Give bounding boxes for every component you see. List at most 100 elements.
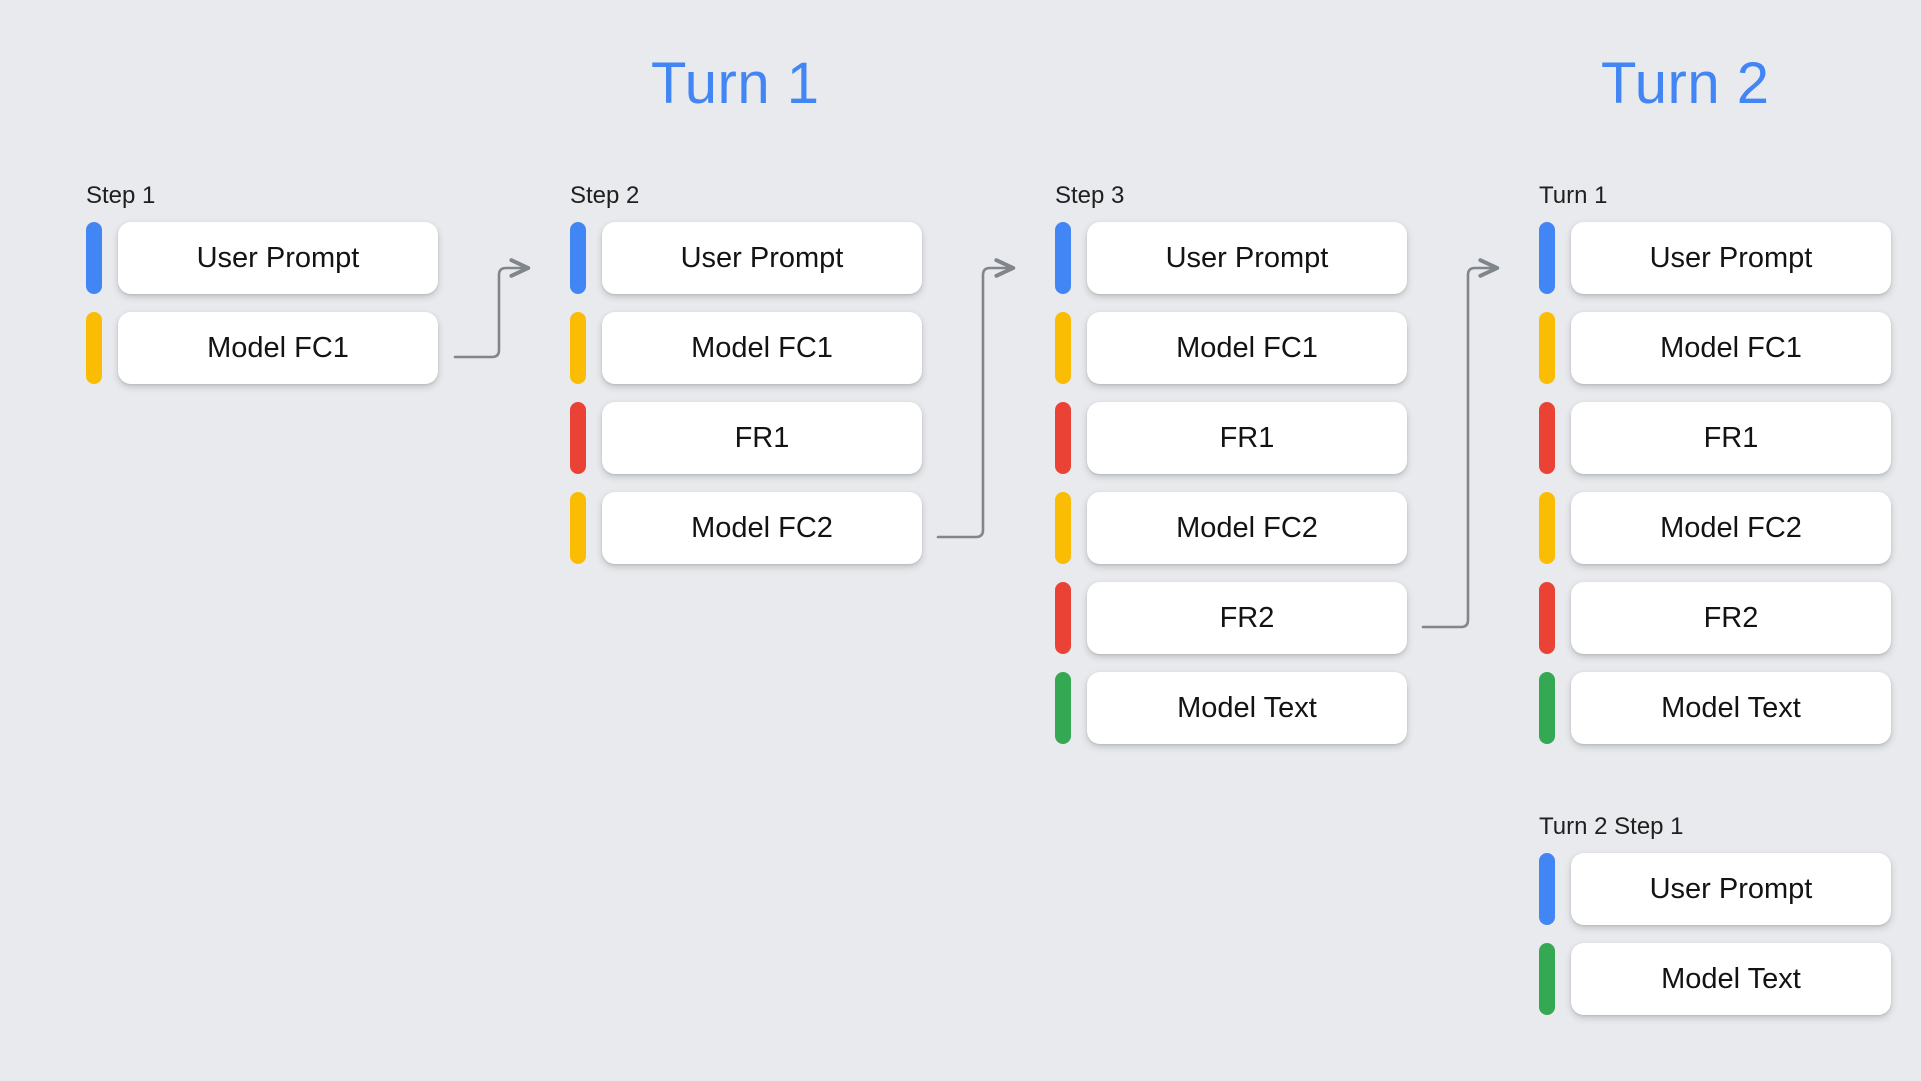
role-color-bar-green-icon <box>1539 943 1555 1015</box>
message-card[interactable]: Model Text <box>1571 672 1891 744</box>
message-card-label: User Prompt <box>1649 241 1813 274</box>
role-color-bar-yellow-icon <box>1539 492 1555 564</box>
message-card-label: Model Text <box>1661 691 1801 724</box>
row-model-fc1[interactable]: Model FC1 <box>1539 312 1891 384</box>
message-card[interactable]: FR1 <box>1571 402 1891 474</box>
row-model-fc1[interactable]: Model FC1 <box>1055 312 1407 384</box>
message-card-label: Model Text <box>1661 962 1801 995</box>
role-color-bar-blue-icon <box>1539 853 1555 925</box>
message-card-label: User Prompt <box>1165 241 1329 274</box>
row-model-fc1[interactable]: Model FC1 <box>86 312 438 384</box>
message-card-label: User Prompt <box>196 241 360 274</box>
role-color-bar-blue-icon <box>570 222 586 294</box>
row-model-fc2[interactable]: Model FC2 <box>1055 492 1407 564</box>
message-card[interactable]: Model Text <box>1087 672 1407 744</box>
column-label-step-1: Step 1 <box>86 182 156 209</box>
role-color-bar-yellow-icon <box>570 492 586 564</box>
role-color-bar-yellow-icon <box>86 312 102 384</box>
role-color-bar-yellow-icon <box>1539 312 1555 384</box>
message-card[interactable]: User Prompt <box>1571 853 1891 925</box>
message-card-label: Model FC1 <box>207 331 349 364</box>
message-card-label: Model Text <box>1177 691 1317 724</box>
message-card[interactable]: FR2 <box>1571 582 1891 654</box>
message-card[interactable]: User Prompt <box>1571 222 1891 294</box>
row-model-text[interactable]: Model Text <box>1539 943 1891 1015</box>
message-card-label: User Prompt <box>1649 872 1813 905</box>
row-user-prompt[interactable]: User Prompt <box>1539 853 1891 925</box>
column-label-turn-1: Turn 1 <box>1539 182 1608 209</box>
message-card[interactable]: FR2 <box>1087 582 1407 654</box>
role-color-bar-red-icon <box>1055 582 1071 654</box>
role-color-bar-blue-icon <box>86 222 102 294</box>
row-list-turn-1-summary: User Prompt Model FC1 FR1 Model FC2 <box>1539 222 1891 744</box>
column-label-turn-2-step-1: Turn 2 Step 1 <box>1539 813 1684 840</box>
message-card[interactable]: Model FC1 <box>1087 312 1407 384</box>
row-user-prompt[interactable]: User Prompt <box>1055 222 1407 294</box>
row-list-step-2: User Prompt Model FC1 FR1 Model FC2 <box>570 222 922 564</box>
role-color-bar-red-icon <box>1055 402 1071 474</box>
role-color-bar-yellow-icon <box>1055 492 1071 564</box>
row-list-step-1: User Prompt Model FC1 <box>86 222 438 384</box>
row-model-text[interactable]: Model Text <box>1539 672 1891 744</box>
column-turn-2-step-1: Turn 2 Step 1 User Prompt Model Text <box>1539 815 1891 1015</box>
message-card-label: Model FC2 <box>1176 511 1318 544</box>
message-card-label: Model FC2 <box>1660 511 1802 544</box>
row-fr1[interactable]: FR1 <box>1539 402 1891 474</box>
role-color-bar-yellow-icon <box>1055 312 1071 384</box>
column-turn-1-summary: Turn 1 User Prompt Model FC1 FR1 <box>1539 184 1891 744</box>
row-fr1[interactable]: FR1 <box>570 402 922 474</box>
message-card[interactable]: Model FC2 <box>1087 492 1407 564</box>
turn-2-heading: Turn 2 <box>1601 51 1770 116</box>
row-list-turn-2-step-1: User Prompt Model Text <box>1539 853 1891 1015</box>
message-card[interactable]: Model FC2 <box>602 492 922 564</box>
message-card[interactable]: Model Text <box>1571 943 1891 1015</box>
connector-step1-to-step2 <box>453 258 531 359</box>
message-card[interactable]: FR1 <box>602 402 922 474</box>
column-step-1: Step 1 User Prompt Model FC1 <box>86 184 438 384</box>
message-card[interactable]: Model FC1 <box>118 312 438 384</box>
row-fr1[interactable]: FR1 <box>1055 402 1407 474</box>
connector-step2-to-step3 <box>936 258 1016 539</box>
column-step-3: Step 3 User Prompt Model FC1 FR1 <box>1055 184 1407 744</box>
row-user-prompt[interactable]: User Prompt <box>1539 222 1891 294</box>
message-card-label: User Prompt <box>680 241 844 274</box>
row-fr2[interactable]: FR2 <box>1539 582 1891 654</box>
turn-1-heading: Turn 1 <box>651 51 820 116</box>
role-color-bar-yellow-icon <box>570 312 586 384</box>
message-card[interactable]: Model FC1 <box>602 312 922 384</box>
row-user-prompt[interactable]: User Prompt <box>570 222 922 294</box>
message-card[interactable]: User Prompt <box>1087 222 1407 294</box>
column-step-2: Step 2 User Prompt Model FC1 FR1 <box>570 184 922 564</box>
role-color-bar-green-icon <box>1539 672 1555 744</box>
message-card-label: FR1 <box>1219 421 1275 454</box>
role-color-bar-red-icon <box>1539 402 1555 474</box>
message-card-label: Model FC1 <box>691 331 833 364</box>
row-model-fc1[interactable]: Model FC1 <box>570 312 922 384</box>
message-card[interactable]: User Prompt <box>602 222 922 294</box>
column-label-step-2: Step 2 <box>570 182 640 209</box>
message-card[interactable]: User Prompt <box>118 222 438 294</box>
role-color-bar-red-icon <box>570 402 586 474</box>
message-card[interactable]: Model FC2 <box>1571 492 1891 564</box>
message-card-label: FR1 <box>1703 421 1759 454</box>
message-card-label: FR2 <box>1703 601 1759 634</box>
row-list-step-3: User Prompt Model FC1 FR1 Model FC2 <box>1055 222 1407 744</box>
role-color-bar-red-icon <box>1539 582 1555 654</box>
message-card-label: Model FC1 <box>1176 331 1318 364</box>
message-card-label: Model FC2 <box>691 511 833 544</box>
message-card[interactable]: FR1 <box>1087 402 1407 474</box>
message-card-label: Model FC1 <box>1660 331 1802 364</box>
connector-step3-to-turn1 <box>1421 258 1500 629</box>
message-card[interactable]: Model FC1 <box>1571 312 1891 384</box>
row-model-fc2[interactable]: Model FC2 <box>570 492 922 564</box>
row-model-fc2[interactable]: Model FC2 <box>1539 492 1891 564</box>
role-color-bar-green-icon <box>1055 672 1071 744</box>
row-user-prompt[interactable]: User Prompt <box>86 222 438 294</box>
column-label-step-3: Step 3 <box>1055 182 1125 209</box>
role-color-bar-blue-icon <box>1055 222 1071 294</box>
role-color-bar-blue-icon <box>1539 222 1555 294</box>
message-card-label: FR2 <box>1219 601 1275 634</box>
row-model-text[interactable]: Model Text <box>1055 672 1407 744</box>
row-fr2[interactable]: FR2 <box>1055 582 1407 654</box>
